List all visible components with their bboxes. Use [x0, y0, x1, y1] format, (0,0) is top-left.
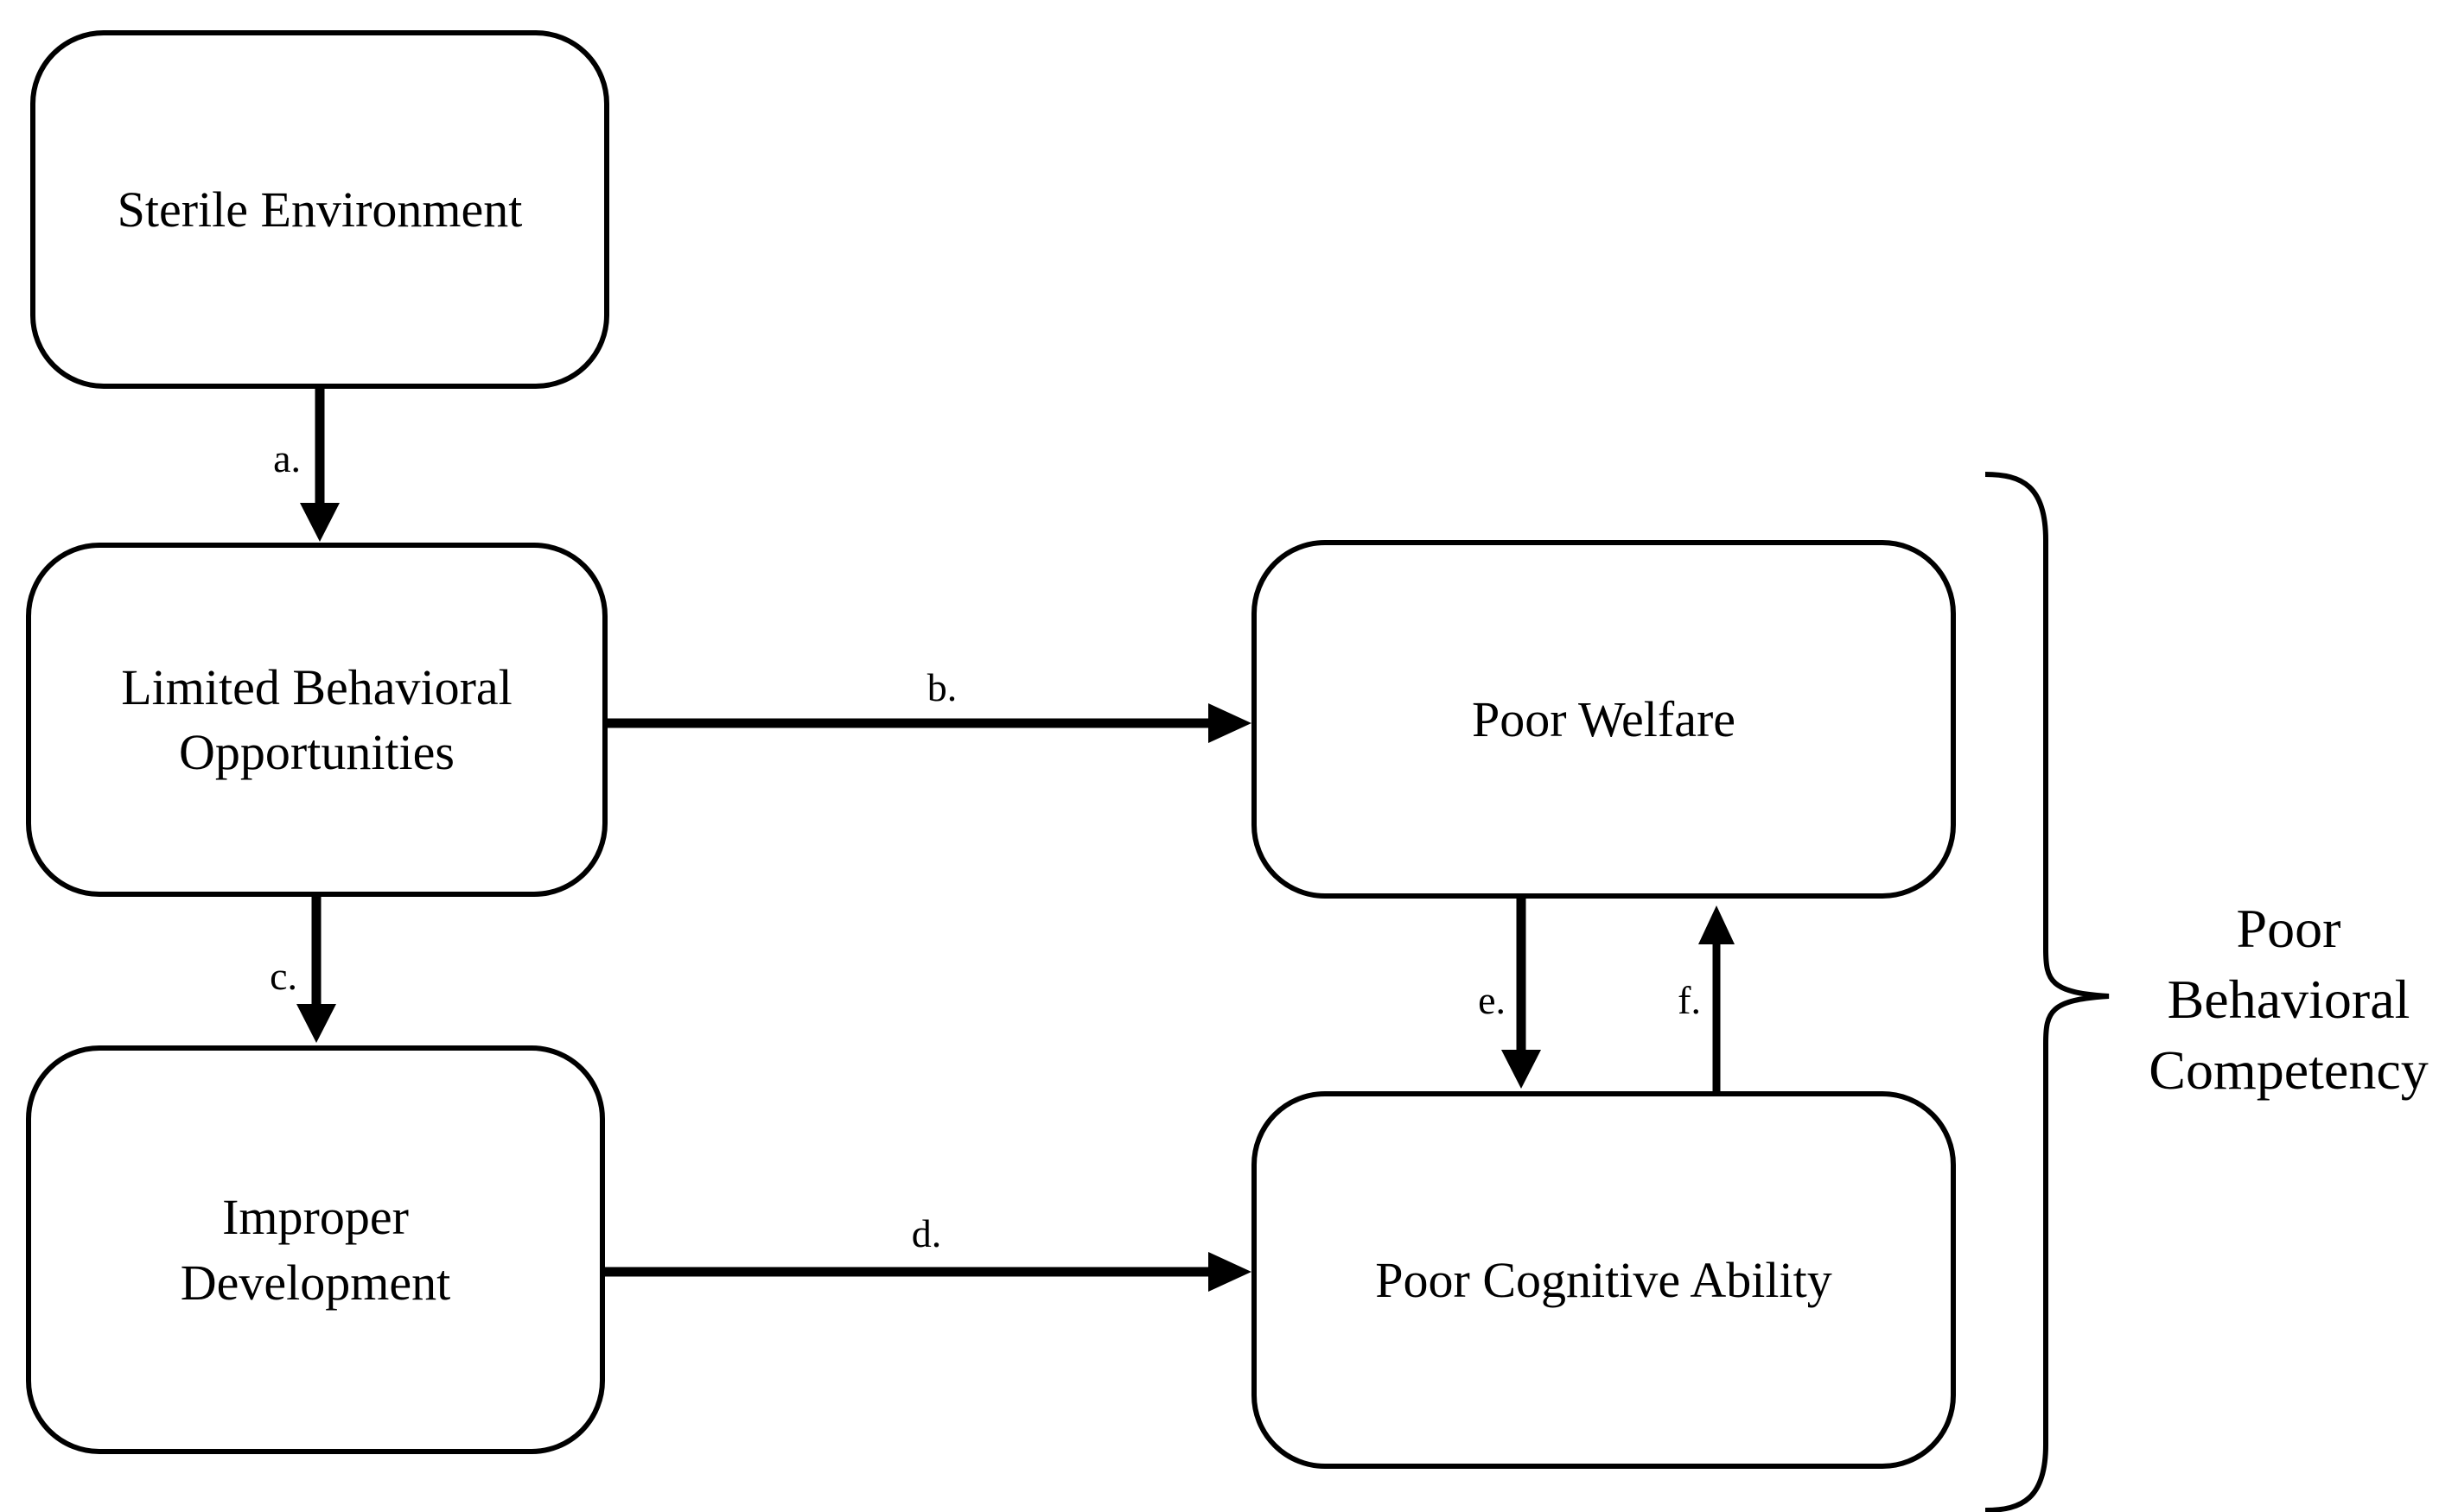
- arrow-c: [296, 897, 336, 1043]
- node-label: Poor Welfare: [1471, 690, 1736, 747]
- node-label: Sterile Environment: [117, 181, 523, 238]
- node-label-line: Opportunities: [179, 724, 455, 780]
- node-sterile-environment: Sterile Environment: [30, 30, 609, 389]
- edge-label-a: a.: [273, 436, 301, 480]
- grouping-brace: [1984, 472, 2110, 1512]
- brace-caption: Poor Behavioral Competency: [2116, 893, 2439, 1106]
- edge-label-e: e.: [1478, 978, 1506, 1022]
- edge-label-d: d.: [911, 1211, 942, 1255]
- edge-label-b: b.: [927, 665, 958, 709]
- arrow-f: [1698, 905, 1735, 1091]
- arrow-a: [300, 389, 340, 542]
- node-poor-welfare: Poor Welfare: [1251, 540, 1956, 899]
- node-improper-development: Improper Development: [26, 1045, 605, 1454]
- node-label-line: Limited Behavioral: [121, 658, 513, 715]
- node-poor-cognitive-ability: Poor Cognitive Ability: [1251, 1091, 1956, 1469]
- node-label-line: Improper: [222, 1189, 409, 1246]
- arrow-e: [1501, 899, 1541, 1089]
- brace-caption-line: Poor: [2236, 898, 2341, 959]
- node-limited-behavioral-opportunities: Limited Behavioral Opportunities: [26, 543, 608, 897]
- brace-caption-line: Competency: [2149, 1039, 2429, 1101]
- node-label: Poor Cognitive Ability: [1375, 1251, 1832, 1308]
- node-label-line: Development: [180, 1254, 451, 1311]
- arrow-d: [602, 1252, 1251, 1292]
- edge-label-c: c.: [270, 954, 297, 998]
- brace-caption-line: Behavioral: [2167, 969, 2410, 1030]
- edge-label-f: f.: [1678, 978, 1701, 1022]
